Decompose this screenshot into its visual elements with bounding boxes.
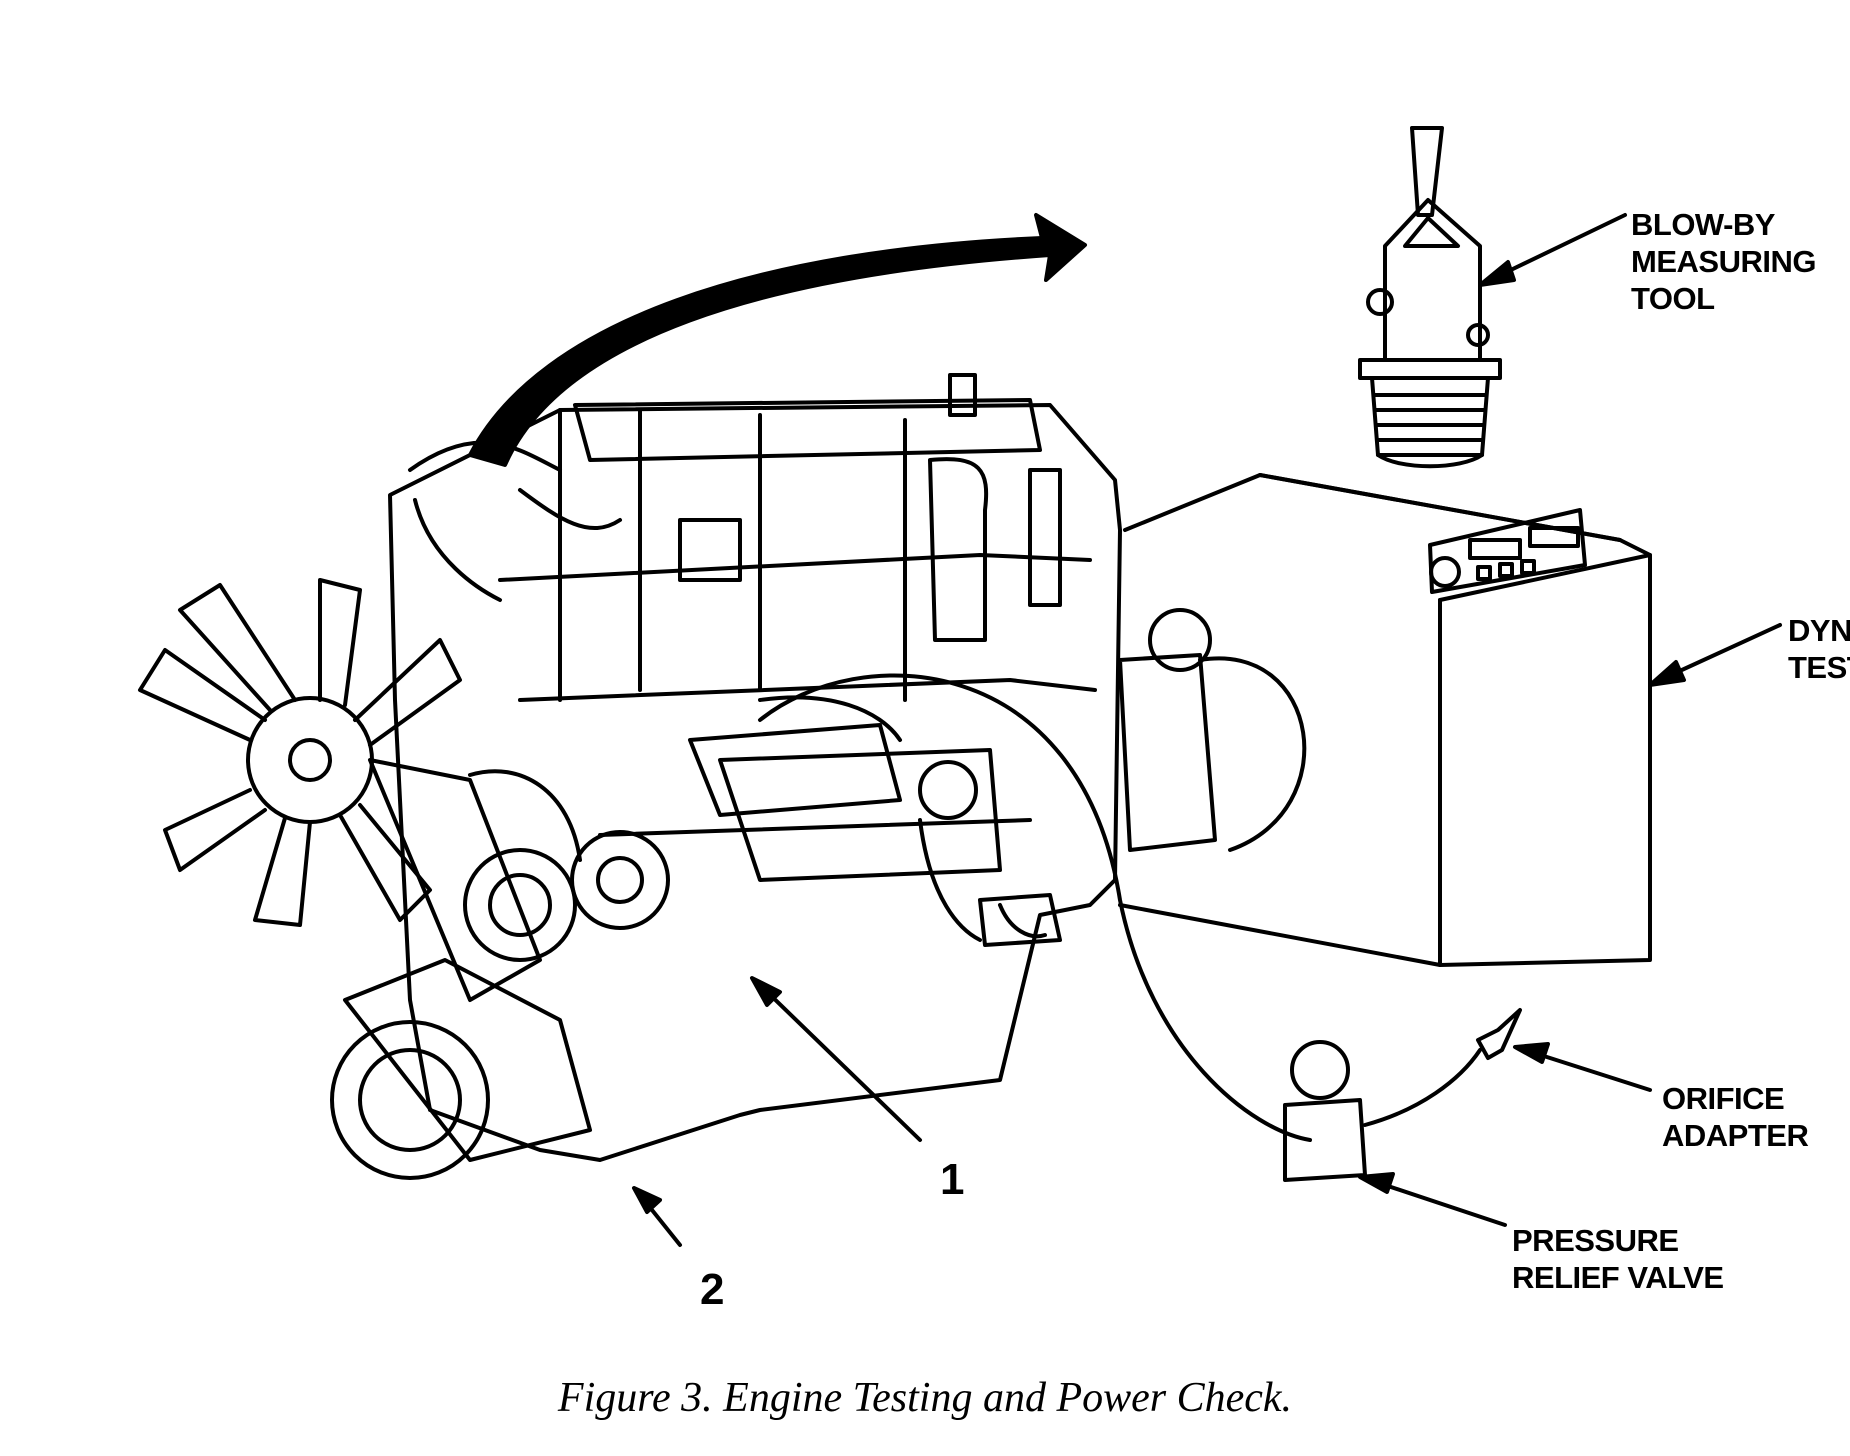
wiring-harness xyxy=(758,673,1312,1142)
dyno-label-line2: TEST xyxy=(1788,650,1850,685)
callout-2: 2 xyxy=(700,1265,724,1314)
orifice-label-line1: ORIFICE xyxy=(1662,1081,1785,1116)
airflow-arrow xyxy=(468,213,1087,467)
dyno-label-line1: DYN xyxy=(1788,613,1850,648)
dynamometer xyxy=(1118,473,1652,967)
figure-caption-text: Figure 3. Engine Testing and Power Check… xyxy=(557,1375,1293,1421)
pressure-relief-valve xyxy=(1283,1008,1522,1182)
figure-caption: Figure 3. Engine Testing and Power Check… xyxy=(0,1374,1850,1422)
orifice-label-line2: ADAPTER xyxy=(1662,1118,1809,1153)
blow-by-label-line2: MEASURING xyxy=(1631,244,1816,279)
engine-block xyxy=(388,373,1122,1162)
relief-label-line1: PRESSURE xyxy=(1512,1223,1679,1258)
blow-by-label-line3: TOOL xyxy=(1631,281,1715,316)
cooling-fan xyxy=(138,578,462,927)
starter-motor xyxy=(1118,608,1307,852)
relief-label-line2: RELIEF VALVE xyxy=(1512,1260,1724,1295)
blow-by-tool xyxy=(1358,126,1502,469)
belt-drive xyxy=(330,758,670,1180)
blow-by-label-line1: BLOW-BY xyxy=(1631,207,1775,242)
callout-1: 1 xyxy=(940,1155,964,1204)
leader-arrows xyxy=(632,213,1782,1247)
